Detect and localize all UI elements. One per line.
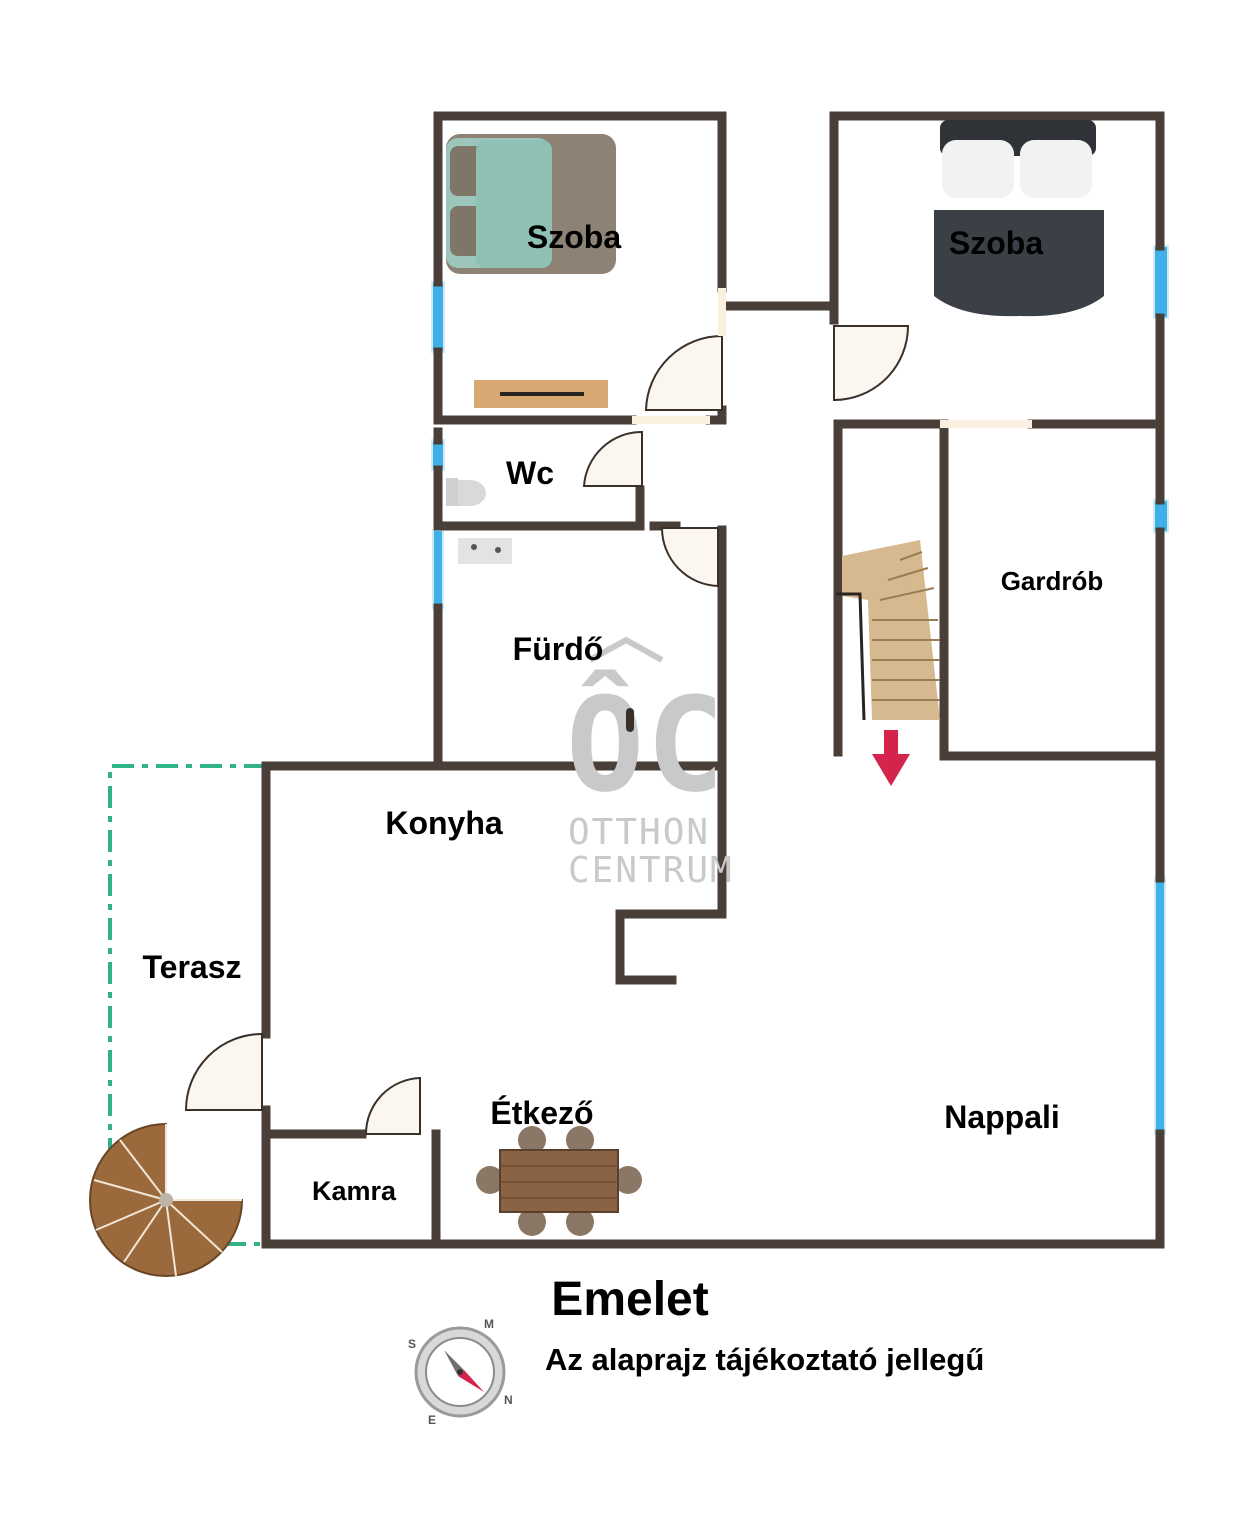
bed-left: [446, 134, 616, 274]
dining-table-icon: [476, 1126, 642, 1236]
room-label-gardrob: Gardrób: [1001, 566, 1104, 596]
room-label-terasz: Terasz: [142, 949, 241, 985]
disclaimer-text: Az alaprajz tájékoztató jellegű: [545, 1342, 985, 1377]
toilet-icon: [446, 478, 486, 506]
stair-down-arrow-icon: [872, 730, 910, 786]
window-nappali: [1154, 877, 1166, 1135]
bed-right: [934, 120, 1104, 317]
window-gardrob: [1153, 499, 1169, 533]
room-label-szoba-right: Szoba: [949, 225, 1043, 261]
room-label-etkezo: Étkező: [490, 1095, 593, 1131]
walls: [261, 111, 1165, 1249]
window-szoba-left: [431, 281, 445, 353]
door-szoba-right: [833, 325, 910, 402]
spiral-staircase-icon: [89, 1122, 244, 1277]
doors: [184, 325, 910, 1135]
door-terasz: [184, 1032, 263, 1111]
sink-icon: [458, 538, 512, 564]
room-label-furdo: Fürdő: [513, 631, 604, 667]
floor-title: Emelet: [551, 1273, 709, 1326]
watermark-line1: OTTHON: [568, 812, 710, 853]
staircase-icon: [836, 540, 940, 721]
compass-icon: S M N E: [408, 1317, 513, 1427]
compass-letter-s: S: [408, 1337, 416, 1351]
watermark-logo: ÔC OTTHON CENTRUM: [566, 636, 734, 891]
door-szoba-left: [644, 334, 723, 411]
compass-letter-n: N: [504, 1393, 513, 1407]
room-label-nappali: Nappali: [944, 1099, 1060, 1135]
window-furdo: [432, 529, 444, 609]
compass-letter-m: M: [484, 1317, 494, 1331]
watermark-line2: CENTRUM: [568, 850, 734, 891]
window-szoba-right: [1153, 245, 1169, 319]
compass-letter-e: E: [428, 1413, 436, 1427]
watermark-logo-text: ÔC: [566, 669, 727, 821]
door-furdo: [660, 527, 719, 588]
windows: [431, 245, 1169, 1135]
room-label-wc: Wc: [506, 455, 554, 491]
door-sills: [632, 288, 1032, 428]
room-label-szoba-left: Szoba: [527, 219, 621, 255]
door-wc: [582, 430, 643, 487]
room-label-konyha: Konyha: [385, 805, 503, 841]
door-kamra: [364, 1076, 421, 1135]
room-label-kamra: Kamra: [312, 1176, 397, 1206]
tv-stand: [474, 380, 608, 408]
